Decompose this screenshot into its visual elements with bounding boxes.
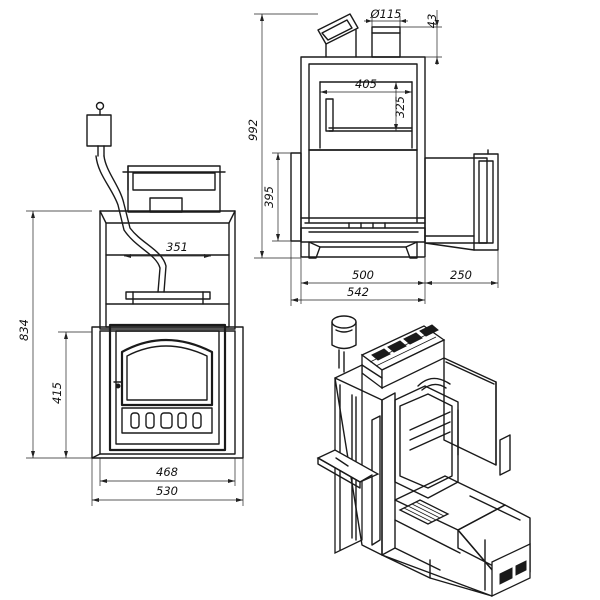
front-view: 351 834 415 468 [17,101,244,506]
dim-250-label: 250 [450,268,472,282]
dim-395-label: 395 [262,186,276,208]
dim-542-label: 542 [347,285,369,299]
dim-351: 351 [124,240,211,258]
dim-405-label: 405 [355,77,377,91]
iso-left-shelf [316,449,380,489]
dim-405: 405 [320,77,412,94]
side-chimney-pipes [317,13,401,58]
dim-325: 325 [393,82,407,131]
dim-834-label: 834 [17,319,31,341]
dim-395: 395 [262,152,291,242]
dim-115: Ø115 [364,7,408,27]
iso-tank-cup [331,315,357,373]
side-grate [300,217,426,259]
dim-43: 43 [400,10,442,65]
dim-351-label: 351 [166,240,188,254]
stove-lower-body [91,323,244,459]
dim-834: 834 [17,210,92,459]
stove-upper-body [99,210,236,330]
iso-base [381,547,493,597]
fire-door [113,338,214,434]
dim-992-label: 992 [246,119,260,141]
iso-chimney-opening [417,377,451,391]
dim-530: 530 [91,458,244,506]
dim-43-label: 43 [425,14,439,29]
dim-325-label: 325 [393,96,407,118]
dim-468-label: 468 [156,465,178,479]
side-view: Ø115 43 405 325 [246,7,499,306]
dim-115-label: Ø115 [369,7,401,21]
side-left-flange [290,152,302,242]
connection-pipe [95,155,161,293]
top-tank [122,165,226,213]
side-extension [424,149,499,251]
isometric-cutaway [316,315,531,598]
dim-530-label: 530 [156,484,178,498]
dim-500: 500 [300,250,499,304]
dim-468: 468 [99,458,236,486]
dim-992: 992 [246,13,318,259]
water-tank-cup [86,101,112,157]
dim-250: 250 [425,268,498,285]
dim-415: 415 [50,331,92,458]
dim-500-label: 500 [352,268,374,282]
dim-415-label: 415 [50,382,64,404]
iso-ash-door [484,539,531,598]
dim-542: 542 [290,241,425,306]
